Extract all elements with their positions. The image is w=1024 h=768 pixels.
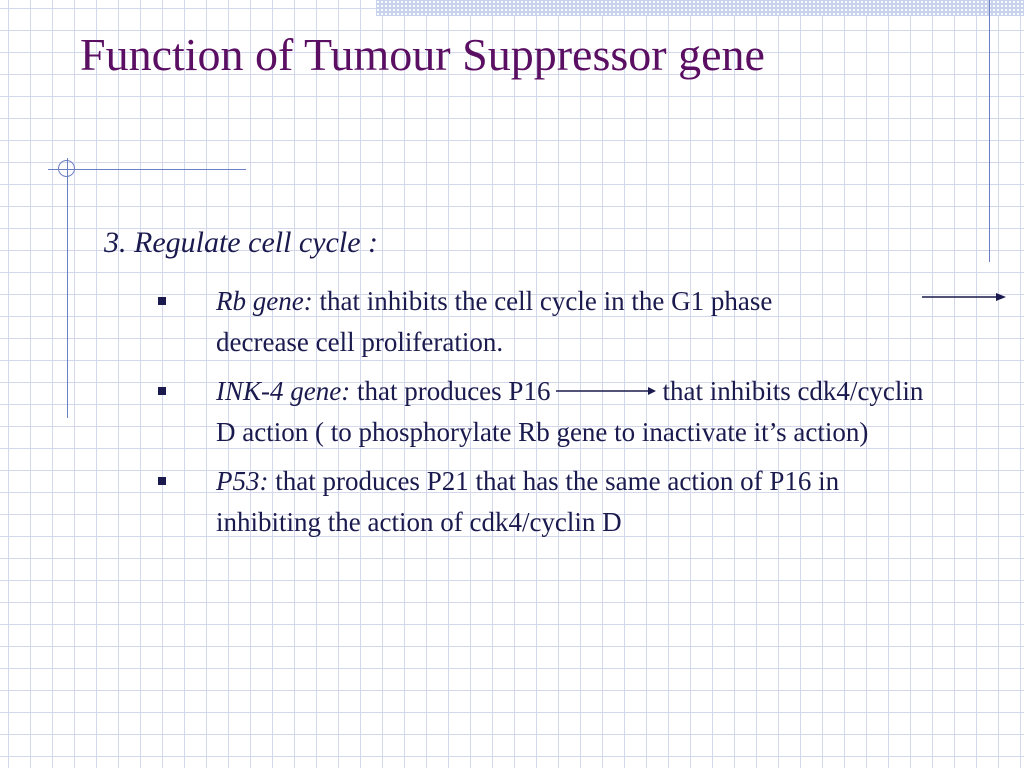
- term-p53: P53:: [216, 466, 269, 496]
- square-bullet-icon: [158, 297, 166, 305]
- term-ink4-gene: INK-4 gene:: [216, 376, 351, 406]
- decorative-vertical-line-left: [67, 158, 68, 418]
- bullet-item-rb-gene: Rb gene: that inhibits the cell cycle in…: [156, 281, 926, 363]
- decorative-vertical-line-right: [989, 0, 990, 262]
- bullet-text: that produces P16: [350, 376, 551, 406]
- bullet-text-continued: that inhibits cdk4/cyclin D action ( to …: [216, 376, 924, 447]
- slide-title: Function of Tumour Suppressor gene: [80, 29, 765, 80]
- right-arrow-icon: [922, 293, 1006, 301]
- square-bullet-icon: [158, 387, 166, 395]
- bullet-text: that produces P21 that has the same acti…: [216, 466, 840, 537]
- right-arrow-icon: [556, 386, 657, 395]
- ring-corner-icon: [58, 160, 75, 177]
- bullet-list: Rb gene: that inhibits the cell cycle in…: [156, 281, 926, 551]
- bullet-item-p53: P53: that produces P21 that has the same…: [156, 461, 926, 543]
- term-rb-gene: Rb gene:: [216, 286, 313, 316]
- bullet-text: that inhibits the cell cycle in the G1 p…: [312, 286, 773, 316]
- decorative-horizontal-line: [48, 169, 246, 170]
- decorative-top-strip: [376, 0, 1024, 16]
- square-bullet-icon: [158, 477, 166, 485]
- section-subheading: 3. Regulate cell cycle :: [104, 226, 379, 259]
- bullet-text-continued: decrease cell proliferation.: [216, 327, 504, 357]
